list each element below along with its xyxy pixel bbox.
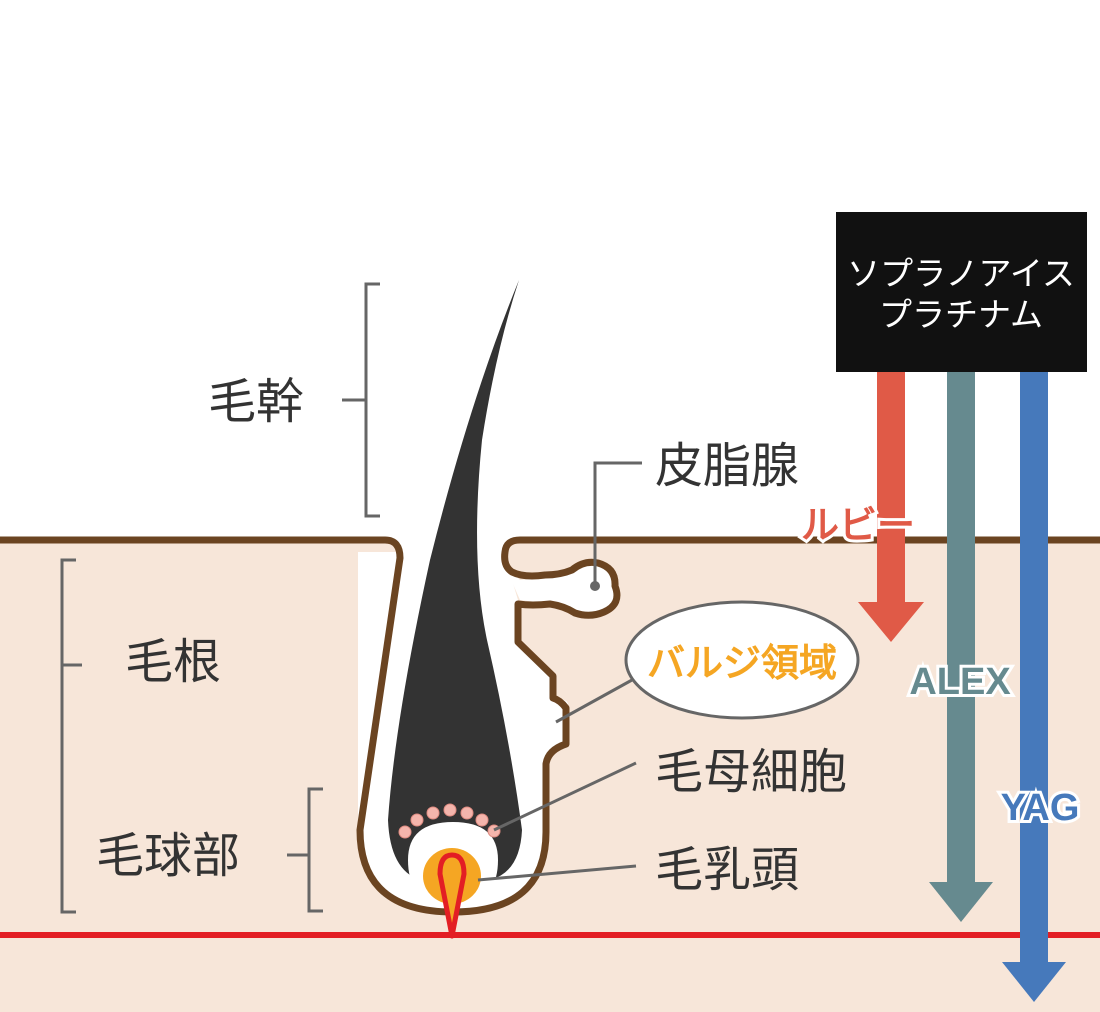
leader-papilla — [477, 864, 637, 882]
leader-bulge — [555, 678, 633, 724]
dermal-papilla-vessel — [437, 852, 467, 939]
laser-label-ruby: ルビー — [801, 505, 915, 547]
hair-strand — [388, 280, 522, 880]
bracket-hair-shaft — [342, 282, 380, 518]
bracket-hair-bulb — [287, 787, 323, 913]
bulge-region-bubble — [624, 600, 860, 720]
matrix-cell — [398, 825, 412, 839]
leader-matrix — [493, 761, 637, 832]
sebaceous-point — [590, 581, 600, 591]
leader-sebaceous — [593, 461, 642, 584]
matrix-cell — [475, 813, 489, 827]
matrix-cell — [426, 806, 440, 820]
label-dermal-papilla: 毛乳頭 — [655, 842, 799, 898]
label-hair-bulb: 毛球部 — [96, 828, 240, 884]
device-box — [836, 212, 1087, 372]
label-bulge-region: バルジ領域 — [647, 641, 837, 685]
skin-layer — [0, 538, 1100, 1012]
arrow-ruby — [858, 372, 924, 642]
leader-lines — [477, 461, 642, 882]
device-box-line1: ソプラノアイス — [847, 254, 1075, 293]
matrix-cell — [410, 813, 424, 827]
laser-label-alex: ALEX — [909, 661, 1011, 703]
label-sebaceous-gland: 皮脂腺 — [655, 438, 799, 494]
matrix-cell — [443, 803, 457, 817]
label-hair-shaft: 毛幹 — [208, 374, 304, 430]
device-box-line2: プラチナム — [879, 295, 1043, 334]
arrow-alex — [929, 372, 993, 922]
arrow-yag — [1002, 372, 1066, 1002]
sebaceous-gland — [505, 562, 618, 615]
bracket-hair-root — [60, 558, 82, 914]
label-hair-root: 毛根 — [125, 634, 221, 690]
label-hair-matrix-cells: 毛母細胞 — [655, 744, 847, 800]
laser-label-yag: YAG — [1001, 787, 1080, 829]
hair-matrix-cells — [398, 803, 501, 839]
matrix-cell — [460, 806, 474, 820]
